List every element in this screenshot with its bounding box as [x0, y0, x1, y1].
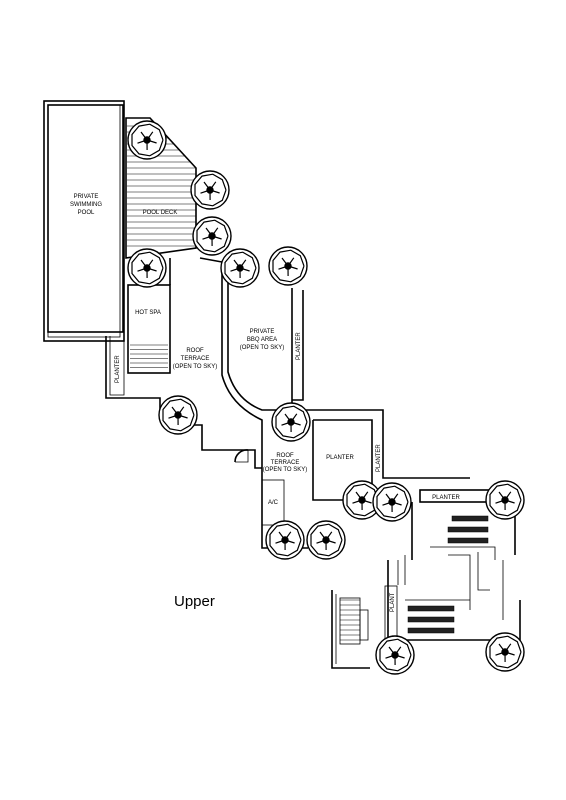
tree-symbol-icon: [485, 632, 525, 672]
roof-terrace-2-line-2: TERRACE: [271, 460, 300, 466]
planter-mid-vertical-label: PLANTER: [376, 444, 382, 472]
tree-symbol-icon: [190, 170, 230, 210]
hot-spa: HOT SPA: [127, 284, 171, 374]
pool-label-3: POOL: [78, 210, 95, 216]
planter-left-box: [109, 336, 125, 396]
tree-symbol-icon: [372, 482, 412, 522]
tree-symbol-icon: [192, 216, 232, 256]
tree-symbol-icon: [265, 520, 305, 560]
tree-symbol-icon: [268, 246, 308, 286]
plant-lower-label: PLANT: [390, 592, 396, 612]
private-swimming-pool: PRIVATE SWIMMING POOL: [43, 100, 125, 342]
bbq-label-3: (OPEN TO SKY): [240, 345, 284, 351]
staircase-icon: [340, 599, 360, 641]
tree-symbol-icon: [485, 480, 525, 520]
roof-terrace-2: ROOF TERRACE (OPEN TO SKY) A/C: [234, 449, 307, 526]
lower-staircase: [331, 590, 370, 669]
tree-symbol-icon: [220, 248, 260, 288]
tree-symbol-icon: [158, 395, 198, 435]
tree-symbol-icon: [127, 120, 167, 160]
tree-symbol-icon: [375, 635, 415, 675]
ac-label: A/C: [268, 500, 279, 506]
roof-terrace-1-line-3: (OPEN TO SKY): [173, 364, 217, 370]
pool-deck-label: POOL DECK: [143, 210, 178, 216]
terrace-outline: [105, 257, 308, 549]
planter-mid-label: PLANTER: [326, 455, 354, 461]
bbq-label-1: PRIVATE: [250, 329, 275, 335]
bbq-label-2: BBQ AREA: [247, 337, 277, 343]
hot-spa-label: HOT SPA: [135, 310, 161, 316]
planter-bbq-label: PLANTER: [296, 332, 302, 360]
staircase-icon: [130, 344, 168, 368]
roof-terrace-2-line-3: (OPEN TO SKY): [263, 467, 307, 473]
planter-left-label: PLANTER: [115, 355, 121, 383]
floor-title: Upper: [174, 593, 215, 610]
tree-symbol-icon: [306, 520, 346, 560]
bbq-area: PRIVATE BBQ AREA (OPEN TO SKY) PLANTER: [227, 268, 304, 411]
pool-label-2: SWIMMING: [70, 202, 102, 208]
roof-terrace-1-line-2: TERRACE: [181, 356, 210, 362]
roof-terrace-1-line-1: ROOF: [186, 348, 204, 354]
roof-terrace-2-line-1: ROOF: [276, 453, 294, 459]
planter-right-label: PLANTER: [432, 495, 460, 501]
tree-symbol-icon: [127, 248, 167, 288]
tree-symbol-icon: [271, 402, 311, 442]
right-wing: PLANTER PLANT: [384, 489, 521, 641]
pool-label-1: PRIVATE: [74, 194, 99, 200]
